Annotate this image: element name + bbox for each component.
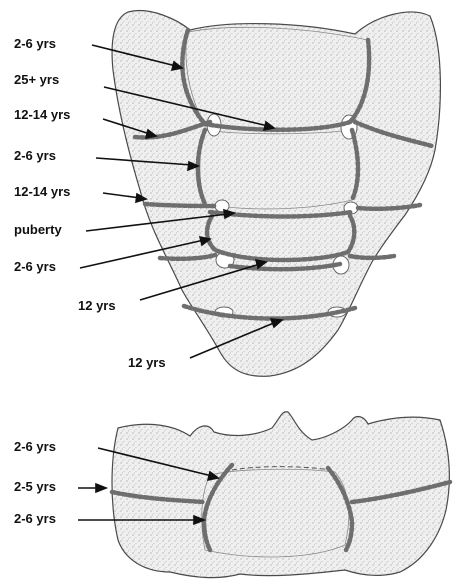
fusion-line-s2-left-ala [145,204,216,206]
lower-vertebra-view [112,412,450,578]
age-label: 2-6 yrs [14,148,56,164]
age-label: 2-5 yrs [14,479,56,495]
age-label: 2-6 yrs [14,511,56,527]
arrowhead [96,484,106,492]
age-label: 2-6 yrs [14,36,56,52]
age-label: 12 yrs [78,298,116,314]
age-label: 12 yrs [128,355,166,371]
age-label: 2-6 yrs [14,439,56,455]
age-label: 12-14 yrs [14,107,70,123]
age-label: 12-14 yrs [14,184,70,200]
age-label: 25+ yrs [14,72,59,88]
leader-arrow [103,193,140,198]
fusion-line-s3-right-ala [350,256,394,258]
age-label: 2-6 yrs [14,259,56,275]
age-label: puberty [14,222,62,238]
